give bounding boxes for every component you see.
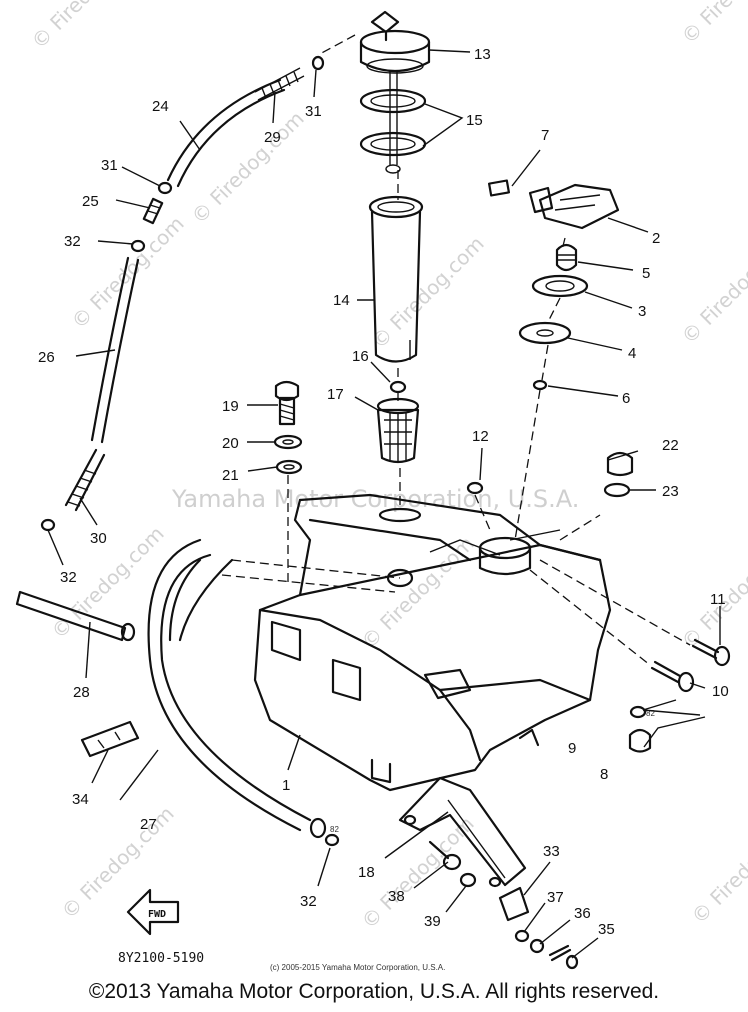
callout-4: 4 <box>628 345 636 362</box>
callout-2: 2 <box>652 230 660 247</box>
part-28-pipe <box>15 590 136 642</box>
diagram-code: 8Y2100-5190 <box>118 951 204 966</box>
part-18-bracket <box>398 776 527 888</box>
fwd-arrow-icon: FWD <box>126 888 180 936</box>
watermark: © Firedog.com <box>677 226 748 348</box>
part-29-spring <box>254 55 325 101</box>
callout-32c: 32 <box>300 893 317 910</box>
callout-5: 5 <box>642 265 650 282</box>
callout-1: 1 <box>282 777 290 794</box>
watermark: © Firedog.com <box>677 0 748 49</box>
watermark: © Firedog.com <box>357 531 479 653</box>
callout-28: 28 <box>73 684 90 701</box>
part-10-11-bolts <box>650 638 731 693</box>
callout-6: 6 <box>622 390 630 407</box>
callout-34: 34 <box>72 791 89 808</box>
callout-27: 27 <box>140 816 157 833</box>
callout-36: 36 <box>574 905 591 922</box>
callout-3: 3 <box>638 303 646 320</box>
part-26-hose <box>90 256 140 444</box>
fwd-label: FWD <box>148 909 166 920</box>
callout-18: 18 <box>358 864 375 881</box>
callout-24: 24 <box>152 98 169 115</box>
callout-25: 25 <box>82 193 99 210</box>
callout-12: 12 <box>472 428 489 445</box>
callout-21: 21 <box>222 467 239 484</box>
part-25-31-joint <box>130 181 173 253</box>
watermark: © Firedog.com <box>367 231 489 353</box>
part-14-tube <box>368 195 424 363</box>
callout-22: 22 <box>662 437 679 454</box>
callout-31a: 31 <box>305 103 322 120</box>
part-15-rings <box>359 70 427 174</box>
leader-lines <box>47 49 721 959</box>
callout-7: 7 <box>541 127 549 144</box>
part-1-fuel-tank <box>253 493 612 792</box>
part-8-9-fittings: 82 <box>628 705 655 753</box>
part-34-clamp <box>80 720 140 758</box>
part-2-7-cap-assembly <box>487 179 620 391</box>
callout-33: 33 <box>543 843 560 860</box>
copyright-footer: ©2013 Yamaha Motor Corporation, U.S.A. A… <box>88 980 660 1003</box>
part-13-cap <box>359 10 431 74</box>
callout-29: 29 <box>264 129 281 146</box>
small-copyright: (c) 2005-2015 Yamaha Motor Corporation, … <box>270 963 445 972</box>
callout-8: 8 <box>600 766 608 783</box>
callout-35: 35 <box>598 921 615 938</box>
callout-38: 38 <box>388 888 405 905</box>
callout-13: 13 <box>474 46 491 63</box>
callout-10: 10 <box>712 683 729 700</box>
callout-26: 26 <box>38 349 55 366</box>
callout-14: 14 <box>333 292 350 309</box>
callout-20: 20 <box>222 435 239 452</box>
callout-9: 9 <box>568 740 576 757</box>
callout-37: 37 <box>547 889 564 906</box>
part-19-21-bolt <box>273 380 303 475</box>
callout-31b: 31 <box>101 157 118 174</box>
tiny-annotation: 82 <box>646 709 655 718</box>
callout-11: 11 <box>710 591 726 608</box>
assembly-lines <box>221 34 691 666</box>
part-30-spring <box>40 448 106 532</box>
part-27-hose: 82 <box>147 538 339 847</box>
callout-32b: 32 <box>60 569 77 586</box>
tiny-annotation: 82 <box>330 825 339 834</box>
watermark-layer: © Firedog.com © Firedog.com © Firedog.co… <box>27 0 748 934</box>
watermark-center: Yamaha Motor Corporation, U.S.A. <box>171 485 579 513</box>
callouts: 1 2 3 4 5 6 7 8 9 10 11 12 13 14 15 16 1… <box>38 46 729 938</box>
watermark: © Firedog.com <box>57 801 179 923</box>
callout-30: 30 <box>90 530 107 547</box>
callout-39: 39 <box>424 913 441 930</box>
callout-19: 19 <box>222 398 239 415</box>
callout-15: 15 <box>466 112 483 129</box>
callout-23: 23 <box>662 483 679 500</box>
watermark: © Firedog.com <box>187 106 309 228</box>
callout-32a: 32 <box>64 233 81 250</box>
watermark: © Firedog.com <box>27 0 149 54</box>
callout-16: 16 <box>352 348 369 365</box>
callout-17: 17 <box>327 386 344 403</box>
watermark: © Firedog.com <box>67 211 189 333</box>
part-12-22-23 <box>466 451 634 498</box>
watermark: © Firedog.com <box>687 806 748 928</box>
part-33-39-fasteners <box>428 840 579 970</box>
